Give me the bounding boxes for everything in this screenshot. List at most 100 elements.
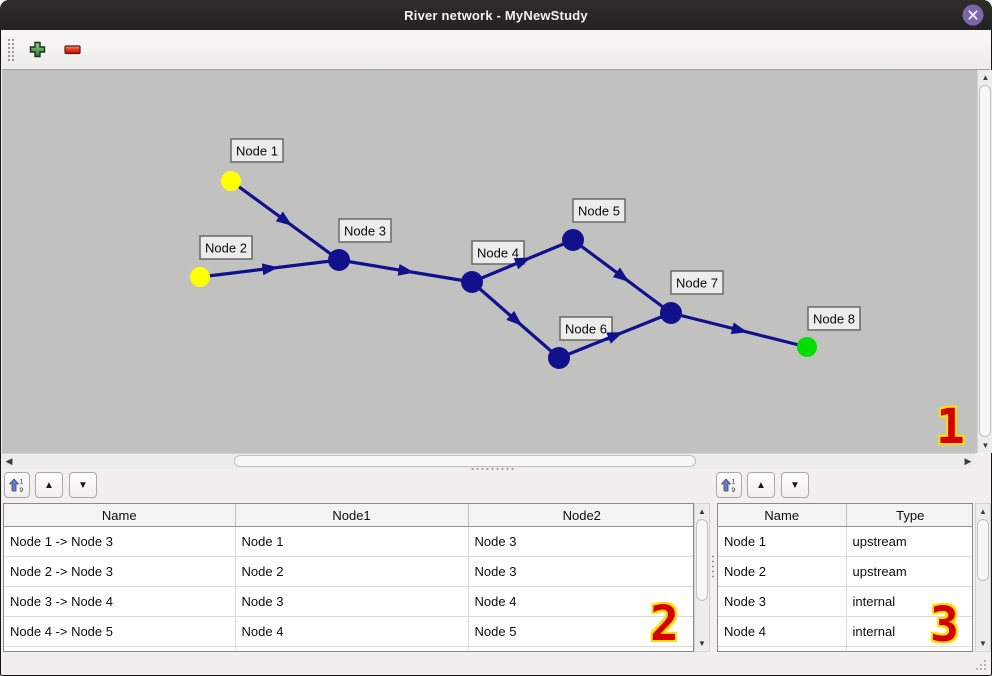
table-cell[interactable]: Node 1 <box>234 526 469 557</box>
table-row-partial <box>718 646 972 651</box>
canvas-horizontal-scrollbar[interactable]: ◀ ▶ <box>2 453 975 469</box>
node-node-5[interactable] <box>562 229 584 251</box>
down-arrow-icon: ▼ <box>790 479 800 491</box>
flow-direction-arrow-icon <box>612 267 630 282</box>
reach-sort-button[interactable]: 1 9 <box>4 472 30 498</box>
table-cell[interactable]: Node 1 <box>718 526 847 557</box>
node-move-down-button[interactable]: ▼ <box>781 472 809 498</box>
node-label[interactable]: Node 3 <box>338 218 392 243</box>
table-cell[interactable]: upstream <box>845 526 972 557</box>
resize-grip[interactable] <box>972 656 988 672</box>
add-button[interactable] <box>23 36 51 64</box>
node-label-text: Node 1 <box>236 144 278 159</box>
table-cell[interactable]: internal <box>845 586 972 617</box>
node-node-6[interactable] <box>548 347 570 369</box>
scroll-up-icon[interactable]: ▲ <box>698 507 706 516</box>
node-sort-button[interactable]: 1 9 <box>716 472 742 498</box>
node-label[interactable]: Node 7 <box>670 270 724 295</box>
node-table-vscroll-thumb[interactable] <box>977 519 989 581</box>
table-cell[interactable]: Node 1 -> Node 3 <box>4 526 236 557</box>
node-node-1[interactable] <box>221 171 241 191</box>
node-node-4[interactable] <box>461 271 483 293</box>
scroll-up-icon[interactable]: ▲ <box>979 507 987 516</box>
table-cell[interactable]: Node 2 -> Node 3 <box>4 556 236 587</box>
scroll-right-icon[interactable]: ▶ <box>964 456 972 466</box>
node-node-8[interactable] <box>797 337 817 357</box>
sort-ascending-icon: 1 9 <box>721 478 736 493</box>
node-label[interactable]: Node 1 <box>230 138 284 163</box>
vertical-splitter[interactable] <box>711 554 715 578</box>
table-cell[interactable]: Node 3 <box>718 586 847 617</box>
node-node-7[interactable] <box>660 302 682 324</box>
table-cell[interactable]: Node 5 <box>467 616 693 647</box>
canvas-vscroll-thumb[interactable] <box>979 85 991 437</box>
flow-direction-arrow-icon <box>275 211 293 226</box>
node-label[interactable]: Node 8 <box>807 306 861 331</box>
horizontal-splitter[interactable] <box>470 467 516 471</box>
scroll-down-icon[interactable]: ▼ <box>981 441 990 450</box>
scroll-up-icon[interactable]: ▲ <box>981 73 990 82</box>
svg-text:9: 9 <box>732 487 736 493</box>
node-label-text: Node 3 <box>344 224 386 239</box>
canvas-vertical-scrollbar[interactable]: ▲ ▼ <box>977 70 992 453</box>
node-label[interactable]: Node 2 <box>199 235 253 260</box>
node-label[interactable]: Node 5 <box>572 198 626 223</box>
down-arrow-icon: ▼ <box>78 479 88 491</box>
column-header-node1[interactable]: Node1 <box>234 504 469 527</box>
table-cell-empty <box>234 646 469 651</box>
close-button[interactable] <box>962 4 984 26</box>
titlebar: River network - MyNewStudy <box>0 0 992 30</box>
column-header-name[interactable]: Name <box>4 504 236 527</box>
reach-table-vscrollbar[interactable]: ▲ ▼ <box>694 503 710 652</box>
toolbar-drag-handle[interactable] <box>7 37 15 62</box>
table-cell[interactable]: Node 4 <box>467 586 693 617</box>
table-cell[interactable]: Node 4 <box>718 616 847 647</box>
table-cell[interactable]: Node 2 <box>234 556 469 587</box>
svg-text:1: 1 <box>20 479 24 486</box>
flow-direction-arrow-icon <box>730 322 748 335</box>
reach-move-up-button[interactable]: ▲ <box>35 472 63 498</box>
node-label[interactable]: Node 6 <box>559 316 613 341</box>
node-label-text: Node 2 <box>205 241 247 256</box>
table-cell[interactable]: Node 3 <box>467 526 693 557</box>
column-header-type[interactable]: Type <box>845 504 972 527</box>
node-move-up-button[interactable]: ▲ <box>747 472 775 498</box>
reach-table-vscroll-thumb[interactable] <box>696 519 708 601</box>
remove-button[interactable] <box>59 36 87 64</box>
scroll-down-icon[interactable]: ▼ <box>979 639 987 648</box>
table-cell[interactable]: Node 3 <box>234 586 469 617</box>
node-node-2[interactable] <box>190 267 210 287</box>
table-cell[interactable]: upstream <box>845 556 972 587</box>
close-icon <box>962 4 984 26</box>
table-cell[interactable]: internal <box>845 616 972 647</box>
network-canvas[interactable]: Node 1 Node 2 Node 3 Node 4 Node 5 Node 6 Node… <box>2 70 977 453</box>
table-cell[interactable]: Node 3 -> Node 4 <box>4 586 236 617</box>
node-label[interactable]: Node 4 <box>471 240 525 265</box>
table-cell[interactable]: Node 4 -> Node 5 <box>4 616 236 647</box>
node-label-text: Node 5 <box>578 204 620 219</box>
remove-minus-icon <box>64 44 81 54</box>
scroll-down-icon[interactable]: ▼ <box>698 639 706 648</box>
node-node-3[interactable] <box>328 249 350 271</box>
reach-move-down-button[interactable]: ▼ <box>69 472 97 498</box>
canvas-hscroll-thumb[interactable] <box>234 455 696 467</box>
table-cell[interactable]: Node 2 <box>718 556 847 587</box>
node-table-vscrollbar[interactable]: ▲ ▼ <box>975 503 991 652</box>
column-header-name[interactable]: Name <box>718 504 847 527</box>
scroll-left-icon[interactable]: ◀ <box>5 456 13 466</box>
table-cell[interactable]: Node 4 <box>234 616 469 647</box>
column-header-node2[interactable]: Node2 <box>467 504 693 527</box>
table-cell[interactable]: Node 3 <box>467 556 693 587</box>
table-cell-empty <box>845 646 972 651</box>
